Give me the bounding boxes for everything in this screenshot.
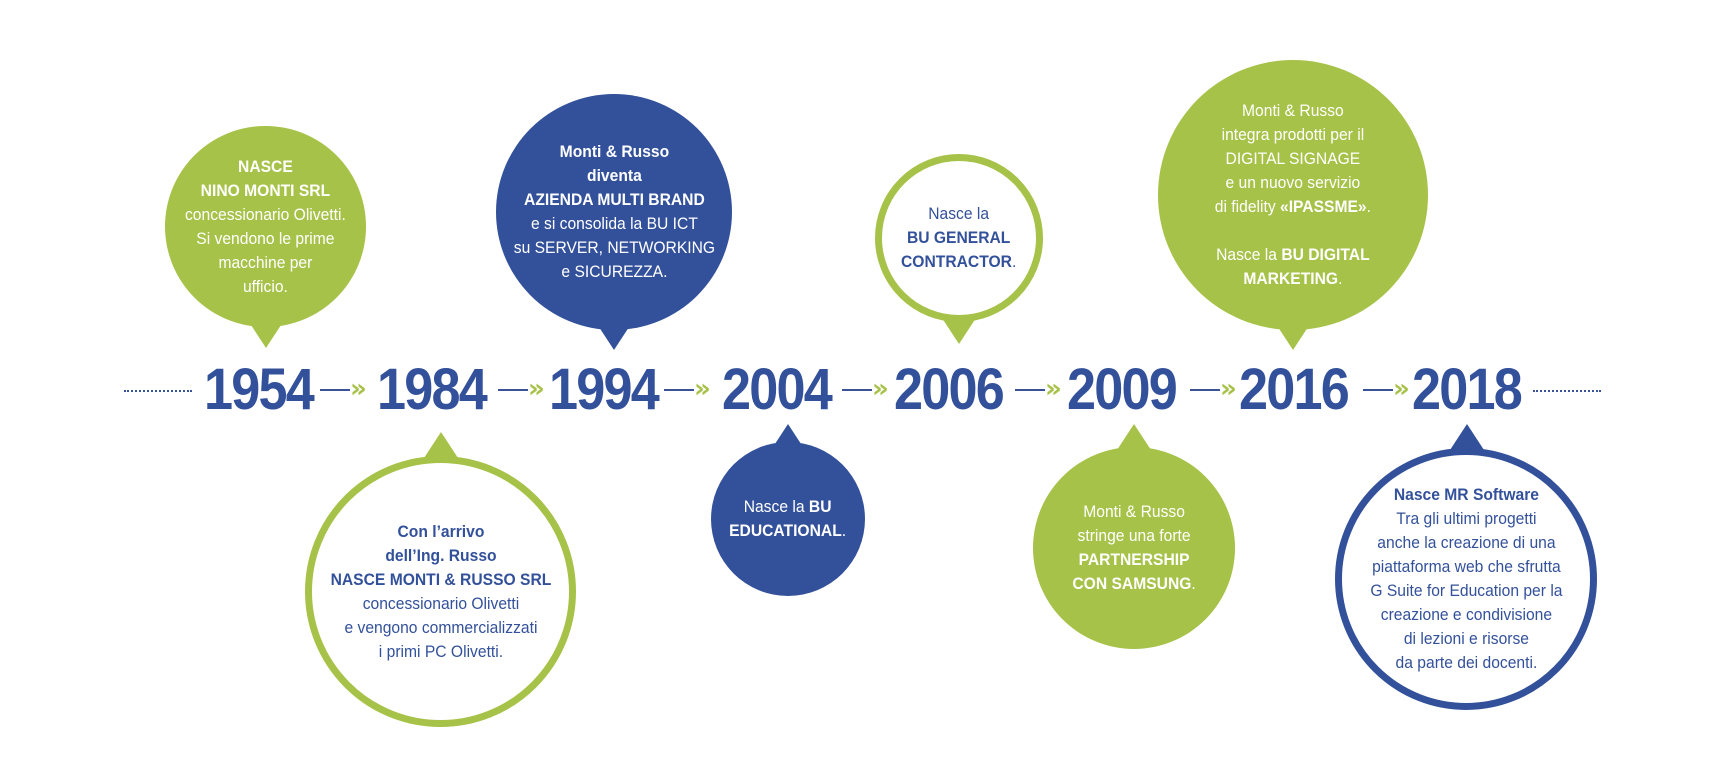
event-1954-line: NASCE <box>238 156 293 176</box>
event-1954-line: concessionario Olivetti. <box>185 204 346 224</box>
event-2004-line: EDUCATIONAL. <box>729 521 847 540</box>
event-2009-line: PARTNERSHIP <box>1078 550 1190 569</box>
year-2006: 2006 <box>894 357 1005 422</box>
bubble-pointer <box>1276 324 1310 350</box>
event-2016-line: DIGITAL SIGNAGE <box>1225 149 1361 168</box>
event-1994-line: diventa <box>586 166 642 185</box>
event-2018-line: da parte dei docenti. <box>1395 653 1537 672</box>
event-1984-line: i primi PC Olivetti. <box>378 641 503 661</box>
bubble-pointer <box>424 432 458 458</box>
event-2018-line: G Suite for Education per la <box>1369 581 1563 600</box>
event-2006-line: BU GENERAL <box>907 228 1011 247</box>
event-bubble-2016: Monti & Russo integra prodotti per il DI… <box>1158 60 1428 330</box>
timeline-arrow: » <box>664 374 720 404</box>
event-2006-line: CONTRACTOR. <box>901 252 1017 271</box>
event-2009-line: Monti & Russo <box>1083 502 1185 521</box>
bubble-pointer <box>1117 424 1151 450</box>
event-bubble-2004: Nasce la BU EDUCATIONAL. <box>711 442 865 596</box>
event-1954-line: NINO MONTI SRL <box>200 180 331 200</box>
event-1984-line: Con l’arrivo <box>397 521 484 541</box>
year-2004: 2004 <box>722 357 833 422</box>
event-2016-line: integra prodotti per il <box>1221 125 1365 144</box>
event-2018-line: anche la creazione di una <box>1376 533 1556 552</box>
year-1954: 1954 <box>204 357 315 422</box>
event-2009-line: CON SAMSUNG. <box>1072 574 1196 593</box>
year-1984: 1984 <box>377 357 488 422</box>
event-bubble-2009: Monti & Russo stringe una forte PARTNERS… <box>1033 447 1235 649</box>
year-1994: 1994 <box>549 357 660 422</box>
event-1994-line: su SERVER, NETWORKING <box>513 238 715 257</box>
event-2004-line: Nasce la BU <box>744 497 832 516</box>
event-1984-line: dell’Ing. Russo <box>384 545 497 565</box>
event-2016-line: MARKETING. <box>1243 269 1343 288</box>
event-2016-line: di fidelity «IPASSME». <box>1214 197 1372 216</box>
timeline-dots-right <box>1533 390 1601 392</box>
bubble-pointer <box>597 324 631 350</box>
event-1984-line: e vengono commercializzati <box>344 617 537 637</box>
bubble-pointer <box>942 318 976 344</box>
year-2018: 2018 <box>1412 357 1523 422</box>
event-bubble-2018: Nasce MR Software Tra gli ultimi progett… <box>1335 448 1597 710</box>
event-2009-line: stringe una forte <box>1077 526 1191 545</box>
year-2009: 2009 <box>1067 357 1178 422</box>
event-2018-line: Tra gli ultimi progetti <box>1395 509 1537 528</box>
bubble-pointer <box>1450 424 1484 450</box>
event-1994-line: AZIENDA MULTI BRAND <box>523 190 705 209</box>
timeline-dots-left <box>124 390 192 392</box>
year-2016: 2016 <box>1239 357 1350 422</box>
event-bubble-1984: Con l’arrivo dell’Ing. Russo NASCE MONTI… <box>305 456 576 727</box>
event-1954-line: Si vendono le prime <box>196 228 335 248</box>
event-bubble-2006: Nasce la BU GENERAL CONTRACTOR. <box>875 154 1043 322</box>
event-1984-line: concessionario Olivetti <box>362 593 519 613</box>
event-bubble-1954: NASCE NINO MONTI SRL concessionario Oliv… <box>165 126 366 327</box>
timeline-arrow: » <box>1190 374 1246 404</box>
timeline-arrow: » <box>498 374 554 404</box>
event-2006-line: Nasce la <box>928 204 990 223</box>
event-1994-line: e si consolida la BU ICT <box>530 214 698 233</box>
event-1954-line: ufficio. <box>243 276 288 296</box>
bubble-pointer <box>249 322 283 348</box>
event-1984-line: NASCE MONTI & RUSSO SRL <box>330 569 551 589</box>
event-2018-line: di lezioni e risorse <box>1403 629 1529 648</box>
timeline-arrow: » <box>1015 374 1071 404</box>
event-1954-line: macchine per <box>218 252 313 272</box>
event-2016-line: Nasce la BU DIGITAL <box>1216 245 1370 264</box>
event-1994-line: e SICUREZZA. <box>560 262 668 281</box>
paragraph-gap <box>1215 219 1371 243</box>
timeline-arrow: » <box>1363 374 1419 404</box>
event-2016-line: Monti & Russo <box>1242 101 1344 120</box>
event-2018-line: piattaforma web che sfrutta <box>1371 557 1561 576</box>
event-bubble-1994: Monti & Russo diventa AZIENDA MULTI BRAN… <box>496 94 732 330</box>
event-2016-line: e un nuovo servizio <box>1225 173 1361 192</box>
timeline-arrow: » <box>320 374 376 404</box>
event-1994-line: Monti & Russo <box>559 142 669 161</box>
event-2018-line: creazione e condivisione <box>1380 605 1552 624</box>
event-2018-line: Nasce MR Software <box>1393 485 1539 504</box>
timeline-arrow: » <box>842 374 898 404</box>
